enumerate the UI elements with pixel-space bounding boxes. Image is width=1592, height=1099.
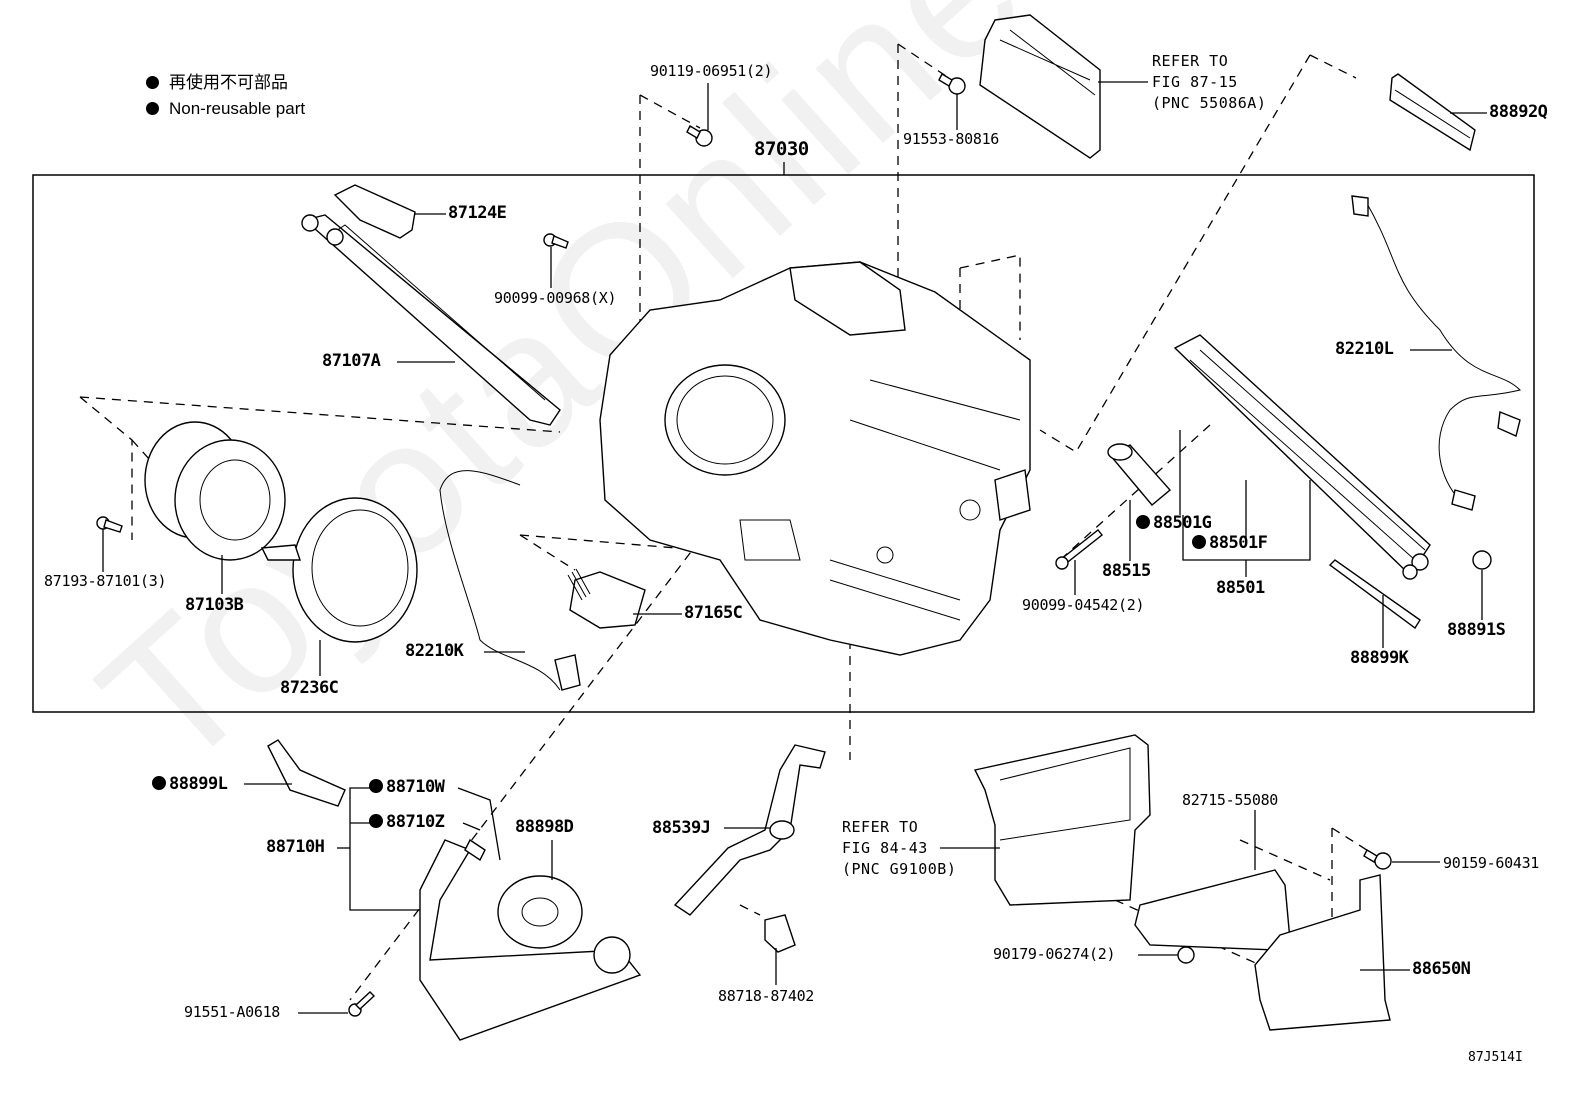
part-88718-87402-drawing <box>764 914 796 953</box>
legend-line-en: Non-reusable part <box>146 96 305 122</box>
ecu-g9100b-drawing <box>973 734 1151 906</box>
bullet-icon <box>146 76 159 89</box>
part-88892q-drawing <box>1389 73 1476 152</box>
part-90159-60431-drawing <box>1363 849 1392 870</box>
part-88515-drawing <box>1107 443 1172 506</box>
legend-line-ja: 再使用不可部品 <box>146 70 305 96</box>
part-88710h-drawing <box>419 838 642 1041</box>
part-90099-00968-drawing <box>543 233 569 249</box>
legend: 再使用不可部品 Non-reusable part <box>146 70 305 122</box>
part-90099-04542-drawing <box>1055 529 1103 570</box>
part-label-87103b[interactable]: 87103B <box>185 595 244 615</box>
part-88650n-drawing <box>1254 874 1391 1031</box>
part-label-88710w[interactable]: 88710W <box>369 779 445 796</box>
reference-fig-87-15[interactable]: REFER TO FIG 87-15 (PNC 55086A) <box>1152 52 1267 112</box>
part-label-82210k[interactable]: 82210K <box>405 641 464 661</box>
part-88899k-drawing <box>1328 559 1421 630</box>
part-label-88891s[interactable]: 88891S <box>1447 620 1506 640</box>
part-label-88501f[interactable]: 88501F <box>1192 535 1268 552</box>
part-87107a-drawing <box>301 214 561 426</box>
part-label-87193-87101[interactable]: 87193-87101(3) <box>44 572 167 590</box>
part-label-88710h[interactable]: 88710H <box>266 837 325 857</box>
part-label-88650n[interactable]: 88650N <box>1412 959 1471 979</box>
part-87193-87101-drawing <box>96 516 123 533</box>
leader-lines <box>102 81 1487 1014</box>
part-87124e-drawing <box>333 184 416 239</box>
part-label-87236c[interactable]: 87236C <box>280 678 339 698</box>
reference-fig-84-43[interactable]: REFER TO FIG 84-43 (PNC G9100B) <box>842 818 957 878</box>
part-91551-a0618-drawing <box>348 991 376 1017</box>
part-label-82715-55080[interactable]: 82715-55080 <box>1182 791 1279 809</box>
part-88539j-drawing <box>673 744 826 916</box>
part-label-88899k[interactable]: 88899K <box>1350 648 1409 668</box>
hvac-housing-87030 <box>599 261 1031 656</box>
part-82715-55080-drawing <box>1134 869 1291 951</box>
part-90119-06951-drawing <box>686 125 713 147</box>
part-label-88710z[interactable]: 88710Z <box>369 814 445 831</box>
part-label-91551-a0618[interactable]: 91551-A0618 <box>184 1003 281 1021</box>
part-label-87030[interactable]: 87030 <box>754 138 809 160</box>
part-label-90159-60431[interactable]: 90159-60431 <box>1443 854 1540 872</box>
part-label-87165c[interactable]: 87165C <box>684 603 743 623</box>
duct-55086a-drawing <box>979 14 1101 159</box>
part-label-88515[interactable]: 88515 <box>1102 561 1151 581</box>
non-reusable-icon <box>1136 515 1150 529</box>
figure-id: 87J514I <box>1468 1050 1523 1065</box>
part-88891s-drawing <box>1472 550 1492 570</box>
part-label-88501[interactable]: 88501 <box>1216 578 1265 598</box>
part-87165c-drawing <box>567 568 646 629</box>
part-82210l-drawing <box>1351 195 1521 511</box>
non-reusable-icon <box>1192 535 1206 549</box>
non-reusable-icon <box>152 776 166 790</box>
part-label-88539j[interactable]: 88539J <box>652 818 711 838</box>
part-87103b-drawing <box>144 421 286 561</box>
part-87236c-drawing <box>260 497 418 643</box>
part-label-90099-04542[interactable]: 90099-04542(2) <box>1022 596 1145 614</box>
bullet-icon <box>146 102 159 115</box>
part-82210k-drawing <box>439 470 581 691</box>
non-reusable-icon <box>369 779 383 793</box>
part-label-82210l[interactable]: 82210L <box>1335 339 1394 359</box>
part-label-87124e[interactable]: 87124E <box>448 203 507 223</box>
part-label-88898d[interactable]: 88898D <box>515 817 574 837</box>
part-label-88501g[interactable]: 88501G <box>1136 515 1212 532</box>
part-label-88899l[interactable]: 88899L <box>152 776 228 793</box>
part-90179-06274-drawing <box>1177 946 1195 964</box>
part-88501-drawing <box>1173 334 1431 580</box>
part-91553-80816-drawing <box>938 73 966 95</box>
part-label-91553-80816[interactable]: 91553-80816 <box>903 130 1000 148</box>
part-label-90179-06274[interactable]: 90179-06274(2) <box>993 945 1116 963</box>
part-label-88718-87402[interactable]: 88718-87402 <box>718 987 815 1005</box>
part-label-88892q[interactable]: 88892Q <box>1489 102 1548 122</box>
part-label-90119-06951[interactable]: 90119-06951(2) <box>650 62 773 80</box>
part-label-90099-00968[interactable]: 90099-00968(X) <box>494 289 617 307</box>
part-88899l-drawing <box>267 739 346 807</box>
part-88898d-drawing <box>497 875 583 949</box>
non-reusable-icon <box>369 814 383 828</box>
part-label-87107a[interactable]: 87107A <box>322 351 381 371</box>
